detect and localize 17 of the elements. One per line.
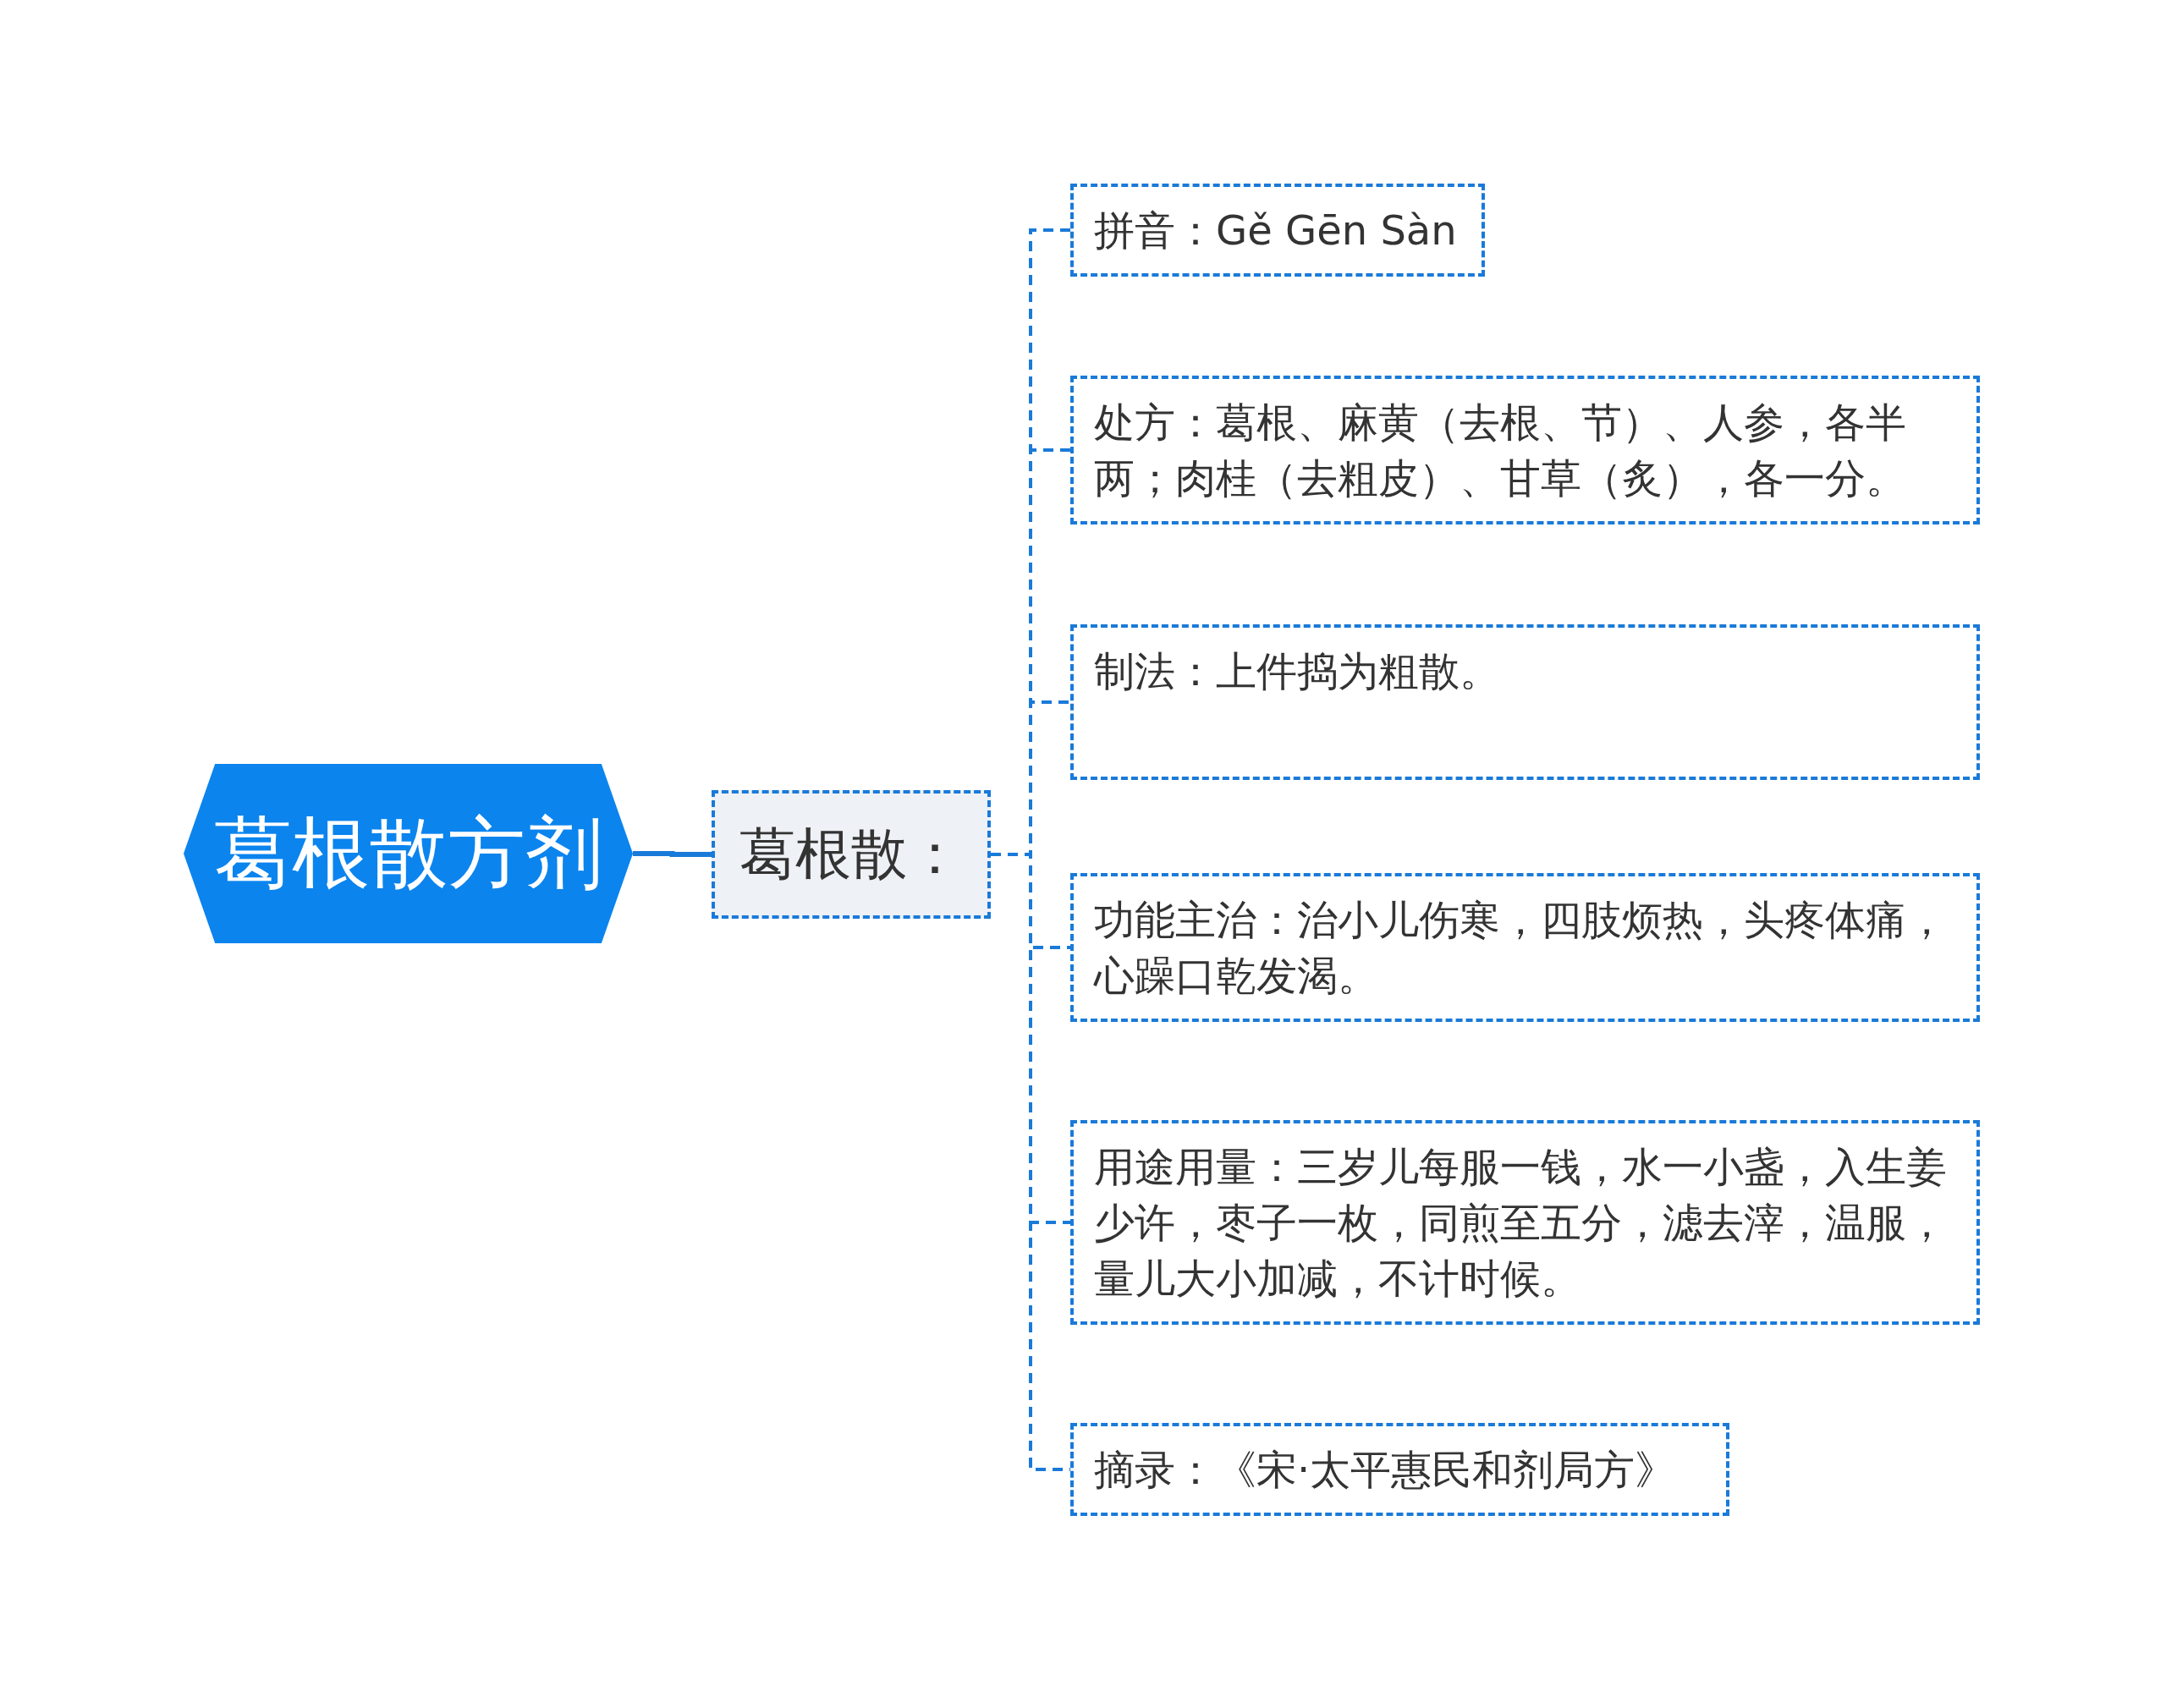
topic-text: 制法：上件捣为粗散。 [1094, 647, 1500, 695]
note-box [1070, 376, 1980, 524]
topic-text: 葛根散： [739, 821, 963, 888]
subtopic-box [712, 790, 991, 919]
connector-line [633, 851, 712, 857]
note-box [1070, 1423, 1729, 1516]
topic-hexagon [184, 764, 633, 943]
topic-title: 葛根散方剂 [213, 807, 603, 900]
note-box [1070, 873, 1980, 1022]
topic-text: 处方：葛根、麻黄（去根、节）、人参，各半两；肉桂（去粗皮）、甘草（炙），各一分。 [1094, 398, 1906, 502]
topic-text: 拼音：Gě Gēn Sàn [1094, 206, 1457, 254]
topic-text: 功能主治：治小儿伤寒，四肢烦热，头疼体痛，心躁口乾发渴。 [1094, 896, 1947, 999]
note-box [1070, 624, 1980, 780]
note-box [1070, 1120, 1980, 1325]
topic-text: 用途用量：三岁儿每服一钱，水一小盏，入生姜少许，枣子一枚，同煎至五分，滤去滓，温服，量儿大小加减，不计时候。 [1094, 1143, 1947, 1302]
note-box [1070, 184, 1485, 277]
topic-text: 摘录：《宋·太平惠民和剂局方》 [1094, 1446, 1676, 1493]
